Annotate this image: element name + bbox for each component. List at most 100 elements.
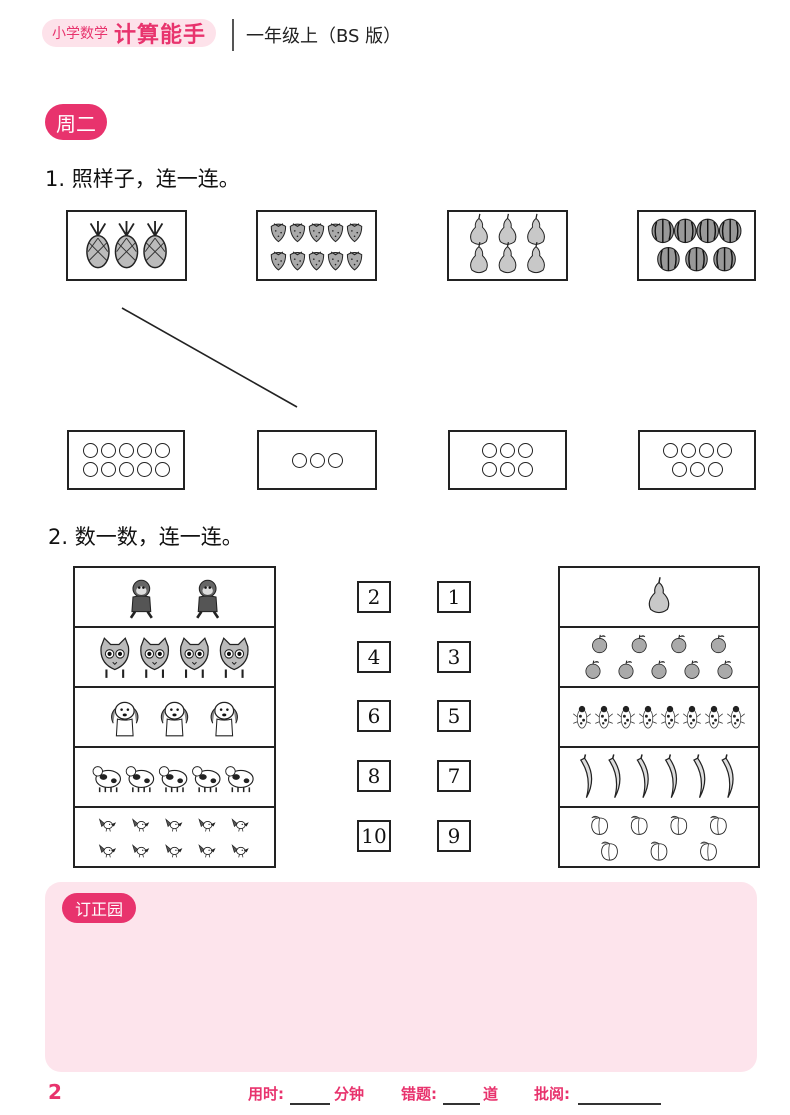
fruit-box-2[interactable]	[256, 210, 377, 281]
number-box-3[interactable]: 3	[437, 641, 471, 673]
circle-row	[662, 443, 732, 458]
circle-box-2[interactable]	[257, 430, 377, 490]
brand-logo: 小学数学 计算能手	[42, 19, 217, 48]
apple-icon	[585, 660, 601, 679]
peach-icon	[630, 815, 648, 835]
apple-icon	[592, 634, 608, 654]
peach-icon	[670, 815, 688, 835]
circle-mark	[500, 462, 515, 477]
pear-icon	[648, 577, 670, 614]
monkey-icon	[129, 579, 153, 619]
circle-mark	[518, 443, 533, 458]
bird-icon	[132, 844, 150, 858]
banana-icon	[664, 754, 678, 798]
pear-icon	[527, 242, 545, 274]
left-picture-row-4[interactable]	[75, 748, 274, 808]
bird-icon	[198, 818, 216, 832]
left-picture-row-1[interactable]	[75, 568, 274, 628]
number-box-9[interactable]: 9	[437, 820, 471, 852]
left-picture-column	[73, 566, 276, 868]
circle-mark	[82, 443, 98, 458]
correction-area[interactable]	[45, 882, 757, 1072]
fruit-box-1[interactable]	[66, 210, 187, 281]
circle-mark	[500, 443, 515, 458]
footer: 2 用时: 分钟 错题: 道 批阅:	[0, 1075, 790, 1115]
cow-icon	[125, 766, 155, 793]
puppy-icon	[210, 701, 238, 737]
day-badge: 周二	[45, 104, 107, 140]
strawberry-icon	[327, 251, 344, 271]
number-box-4[interactable]: 4	[357, 641, 391, 673]
peach-icon	[710, 815, 727, 835]
right-picture-row-5[interactable]	[560, 808, 758, 868]
correction-badge: 订正园	[62, 893, 136, 923]
apple-icon	[684, 660, 700, 679]
ladybug-icon	[573, 705, 591, 729]
right-picture-column	[558, 566, 760, 868]
circle-mark	[154, 443, 170, 458]
banana-icon	[636, 754, 649, 798]
number-box-6[interactable]: 6	[357, 700, 391, 732]
circle-mark	[327, 452, 343, 468]
errors-label: 错题:	[401, 1085, 437, 1103]
monkey-icon	[196, 579, 220, 619]
number-box-8[interactable]: 8	[357, 760, 391, 792]
right-picture-row-2[interactable]	[560, 628, 758, 688]
number-box-2[interactable]: 2	[357, 581, 391, 613]
cow-icon	[225, 766, 254, 793]
circle-mark	[482, 462, 497, 477]
right-picture-row-4[interactable]	[560, 748, 758, 808]
apple-icon	[651, 660, 667, 679]
left-picture-row-5[interactable]	[75, 808, 274, 868]
circle-mark	[518, 462, 533, 477]
strawberry-icon	[308, 251, 325, 271]
number-box-10[interactable]: 10	[357, 820, 391, 852]
watermelon-icon	[685, 246, 708, 272]
circle-mark	[309, 452, 325, 468]
pineapple-icon	[114, 220, 139, 269]
circle-box-4[interactable]	[638, 430, 756, 490]
header-divider	[232, 19, 234, 51]
watermelon-icon	[713, 246, 736, 272]
watermelon-icon	[718, 218, 742, 244]
banana-icon	[608, 754, 621, 798]
question-1-title: 1. 照样子，连一连。	[45, 167, 240, 191]
header: 小学数学 计算能手 一年级上（BS 版）	[0, 0, 790, 62]
errors-blank[interactable]	[443, 1103, 480, 1105]
number-box-7[interactable]: 7	[437, 760, 471, 792]
apple-icon	[618, 660, 634, 679]
circle-box-1[interactable]	[67, 430, 185, 490]
circle-box-3[interactable]	[448, 430, 567, 490]
peach-icon	[601, 841, 618, 861]
apple-icon	[631, 634, 647, 654]
circle-row	[482, 462, 533, 477]
number-box-5[interactable]: 5	[437, 700, 471, 732]
fruit-box-3[interactable]	[447, 210, 568, 281]
circle-mark	[716, 443, 732, 458]
number-box-1[interactable]: 1	[437, 581, 471, 613]
ladybug-icon	[661, 705, 679, 729]
right-picture-row-1[interactable]	[560, 568, 758, 628]
left-picture-row-2[interactable]	[75, 628, 274, 688]
pineapple-icon	[143, 220, 167, 269]
ladybug-icon	[683, 705, 701, 729]
left-picture-row-3[interactable]	[75, 688, 274, 748]
fruit-box-4[interactable]	[637, 210, 756, 281]
review-blank[interactable]	[578, 1103, 661, 1105]
circle-mark	[482, 443, 497, 458]
circle-mark	[100, 462, 116, 477]
ladybug-icon	[727, 705, 745, 729]
circle-mark	[82, 462, 98, 477]
time-blank[interactable]	[290, 1103, 330, 1105]
right-picture-row-3[interactable]	[560, 688, 758, 748]
peach-icon	[591, 815, 608, 835]
strawberry-icon	[346, 223, 363, 243]
time-unit: 分钟	[334, 1085, 365, 1103]
cat-icon	[140, 637, 170, 678]
circle-row	[291, 452, 343, 468]
bird-icon	[98, 844, 117, 858]
circle-mark	[118, 443, 134, 458]
circle-mark	[680, 443, 696, 458]
